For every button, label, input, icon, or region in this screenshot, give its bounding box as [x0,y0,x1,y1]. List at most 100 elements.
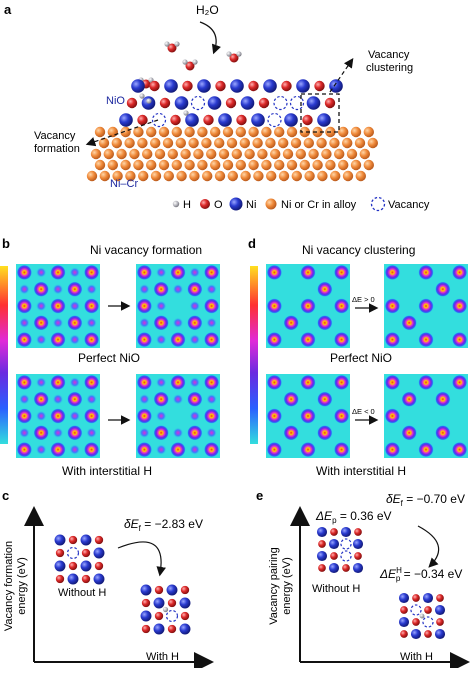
panel-d-letter: d [248,236,256,251]
o-atom [81,548,91,558]
density-peak [418,441,434,458]
alloy-atom [355,170,366,182]
alloy-atom [116,148,127,160]
o-atom [330,552,338,560]
o-atom [55,574,65,584]
panel-e-with-label: With H [400,651,433,663]
panel-e-with-h-lattice [398,592,446,640]
alloy-atom [252,137,263,149]
alloy-atom [184,126,195,138]
ni-atom [316,526,328,538]
density-peak [153,281,169,297]
density-peak [435,281,451,297]
alloy-atom [206,148,217,160]
ni-atom [54,534,66,546]
panel-b-title: Ni vacancy formation [90,243,202,257]
density-map [16,374,100,458]
density-peak [203,264,220,281]
alloy-atom [303,137,314,149]
density-peak [187,391,203,407]
vacancy-marker [410,604,422,616]
alloy-atom [342,170,354,182]
h-atom [174,41,180,47]
alloy-atom [295,148,306,160]
density-peak [35,410,47,422]
o-atom [318,564,326,572]
o-atom [167,624,177,634]
density-peak [266,264,283,281]
ni-atom [153,623,165,635]
alloy-atom [120,126,131,138]
ni-atom [317,113,331,127]
alloy-atom [214,137,225,149]
h-atom [162,606,169,613]
o-atom [342,564,350,572]
density-peak [33,391,49,407]
o-atom [215,80,226,92]
density-peak [83,441,100,458]
panel-b-middle-label: Perfect NiO [78,351,140,365]
alloy-atom [158,126,170,138]
o-atom [203,114,214,126]
o-atom [68,561,78,571]
alloy-atom [354,137,366,149]
ni-atom [422,592,434,604]
density-peak [401,315,417,331]
alloy-atom [248,159,259,171]
alloy-atom [158,159,170,171]
alloy-atom [125,170,136,182]
density-peak [52,427,64,439]
density-map [266,374,350,458]
panel-e-without-label: Without H [312,583,360,595]
density-peak [172,393,184,405]
density-peak [69,300,81,312]
density-peak [69,444,81,455]
alloy-atom [274,126,285,138]
alloy-atom [175,137,186,149]
density-peak [153,425,169,441]
density-peak [155,334,167,345]
o-atom [126,97,138,109]
density-peak [52,283,64,295]
density-peak [451,441,468,458]
density-peak [189,334,201,345]
panel-e-letter: e [256,488,263,503]
density-peak [418,374,434,391]
density-peak [300,441,316,458]
ni-atom [140,584,152,596]
ni-atom [197,79,211,93]
o-atom [159,97,171,109]
h-atom [226,51,232,57]
alloy-atom [171,126,182,138]
density-peak [300,298,316,314]
ni-atom [434,604,446,616]
density-peak [266,331,283,348]
density-peak [206,393,217,405]
alloy-atom [129,148,140,160]
density-map [384,264,468,348]
density-peak [333,264,350,281]
panel-d-bottom-label: With interstitial H [316,464,406,478]
alloy-atom [226,137,238,149]
water-molecules [138,41,242,89]
alloy-atom [299,126,310,138]
o-atom [400,606,408,614]
o-atom [55,548,65,558]
alloy-atom [107,126,119,138]
o-atom [154,611,164,621]
ni-atom [329,79,343,93]
h-atom [192,59,198,65]
alloy-atom [99,170,111,182]
alloy-atom [261,159,272,171]
alloy-atom [180,148,191,160]
density-peak [172,427,184,439]
density-peak [435,425,451,441]
alloy-label: Ni–Cr [110,178,138,190]
density-peak [172,317,184,329]
vacancy-marker [190,95,206,111]
ni-atom [230,79,244,93]
ni-atom [218,113,232,127]
panel-b-colorbar [0,266,8,444]
density-peak [266,374,283,391]
